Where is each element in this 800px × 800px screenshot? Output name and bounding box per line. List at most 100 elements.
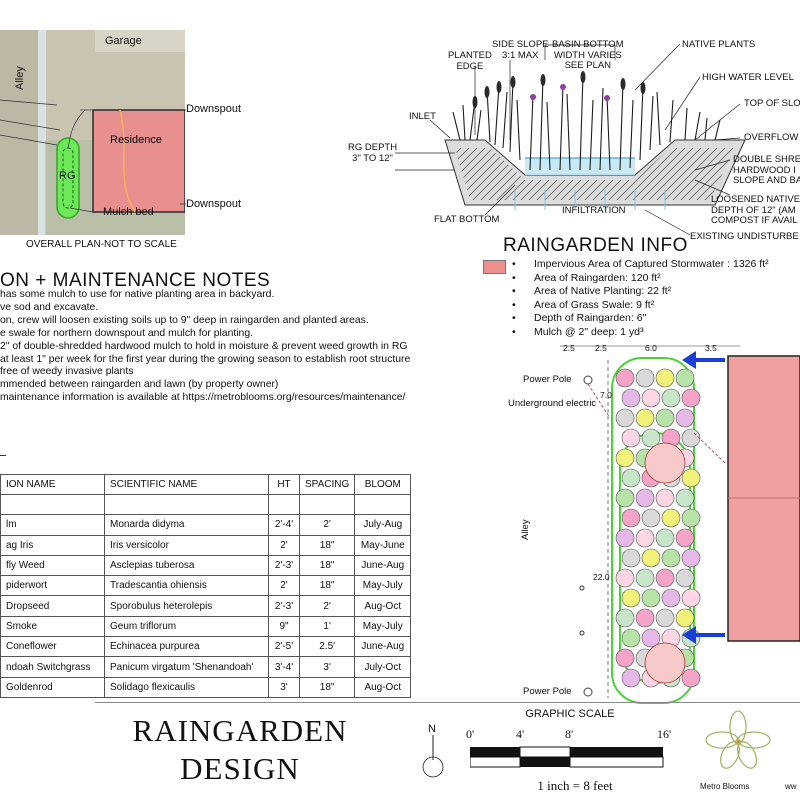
cell-scientific: Sporobulus heterolepis <box>104 595 269 617</box>
cell-common: lm <box>0 514 105 536</box>
notes-title: ON + MAINTENANCE NOTES <box>0 270 271 291</box>
raingarden-section-diagram <box>395 43 746 236</box>
plant-circle <box>635 488 655 508</box>
dim-label: 2.5 <box>563 343 575 353</box>
table-row <box>0 493 412 516</box>
col-scientific-name: SCIENTIFIC NAME <box>104 474 269 495</box>
cell-bloom: June-Aug <box>354 554 412 577</box>
plant-circle <box>681 668 701 688</box>
cell-common <box>0 493 105 516</box>
scale-tick: 16' <box>657 727 672 741</box>
plant-circle <box>655 408 675 428</box>
plant-circle <box>641 588 661 608</box>
col-common-name: ION NAME <box>0 474 105 495</box>
cell-height: 9" <box>268 615 300 638</box>
plant-table: ION NAME SCIENTIFIC NAME HT SPACING BLOO… <box>0 474 412 698</box>
plant-circle <box>675 368 695 388</box>
cell-height: 2'-4' <box>268 514 300 536</box>
plant-circle <box>655 608 675 628</box>
note-item: ve sod and excavate. <box>0 301 99 313</box>
plant-circle <box>661 588 681 608</box>
plant-circle <box>681 388 701 408</box>
overall-plan-inset: Garage Alley Residence RG Mulch bed <box>0 30 185 235</box>
cell-scientific: Monarda didyma <box>104 514 269 536</box>
cell-common: fly Weed <box>0 554 105 577</box>
divider <box>0 455 6 456</box>
cell-height: 2' <box>268 534 300 556</box>
plant-circle <box>621 428 641 448</box>
cell-common: Smoke <box>0 615 105 638</box>
existing-undisturbed-label: EXISTING UNDISTURBE <box>690 231 799 242</box>
plant-circle <box>635 368 655 388</box>
note-item: 2" of double-shredded hardwood mulch to … <box>0 340 408 352</box>
metro-blooms-logo-icon <box>705 710 771 769</box>
plant-circle <box>661 548 681 568</box>
cell-height: 2'-5' <box>268 636 300 658</box>
cell-bloom: May-July <box>354 575 412 597</box>
cell-common: ag Iris <box>0 534 105 556</box>
plant-circle <box>615 408 635 428</box>
native-plants-label: NATIVE PLANTS <box>682 39 756 50</box>
cell-spacing: 18" <box>298 554 356 577</box>
plant-circle <box>681 588 701 608</box>
plant-circle <box>675 608 695 628</box>
info-item: Area of Native Planting: 22 ft² <box>512 285 769 299</box>
plant-circle <box>615 448 635 468</box>
plant-circle <box>621 548 641 568</box>
scale-tick: 8' <box>565 727 574 741</box>
plant-circle <box>641 628 661 648</box>
cell-spacing: 18" <box>298 534 356 556</box>
dim-label: 7.0 <box>600 390 612 400</box>
raingarden-info-title: RAINGARDEN INFO <box>503 235 688 256</box>
plant-circle <box>621 388 641 408</box>
cell-bloom <box>354 493 412 516</box>
cell-height: 2'-3' <box>268 595 300 617</box>
dim-label: 22.0 <box>593 572 610 582</box>
rg-label: RG <box>59 170 76 182</box>
north-label: N <box>428 723 436 735</box>
plant-circle <box>655 568 675 588</box>
cell-common: piderwort <box>0 575 105 597</box>
info-item: Area of Raingarden: 120 ft² <box>512 272 769 286</box>
plant-circle <box>675 488 695 508</box>
overflow-label: OVERFLOW <box>744 132 799 143</box>
cell-bloom: May-July <box>354 615 412 638</box>
large-plant-circle <box>644 442 686 484</box>
graphic-scale-bar <box>470 746 664 768</box>
cell-scientific: Iris versicolor <box>104 534 269 556</box>
alley-label-detail: Alley <box>520 519 531 540</box>
cell-common: Goldenrod <box>0 676 105 698</box>
downspout-bottom-label: Downspout <box>186 198 242 210</box>
plant-circle <box>635 568 655 588</box>
plant-circle <box>621 468 641 488</box>
cell-bloom: Aug-Oct <box>354 595 412 617</box>
garage-label: Garage <box>105 35 142 47</box>
scale-title: GRAPHIC SCALE <box>525 708 615 720</box>
note-item: e swale for northern downspout and mulch… <box>0 327 253 339</box>
north-arrow-icon <box>422 735 444 778</box>
cell-height: 3' <box>268 676 300 698</box>
plant-circle <box>661 508 681 528</box>
cell-spacing: 18" <box>298 575 356 597</box>
inlet-label: INLET <box>409 111 436 122</box>
cell-spacing: 2' <box>298 514 356 536</box>
plant-circle <box>641 428 661 448</box>
cell-height: 2'-3' <box>268 554 300 577</box>
raingarden-info-list: Impervious Area of Captured Stormwater :… <box>512 258 769 340</box>
note-item: maintenance information is available at … <box>0 392 406 404</box>
plant-circle <box>655 528 675 548</box>
cell-bloom: July-Oct <box>354 656 412 678</box>
plant-circle <box>635 608 655 628</box>
downspout-leaders <box>180 109 186 205</box>
plant-circle <box>681 468 701 488</box>
